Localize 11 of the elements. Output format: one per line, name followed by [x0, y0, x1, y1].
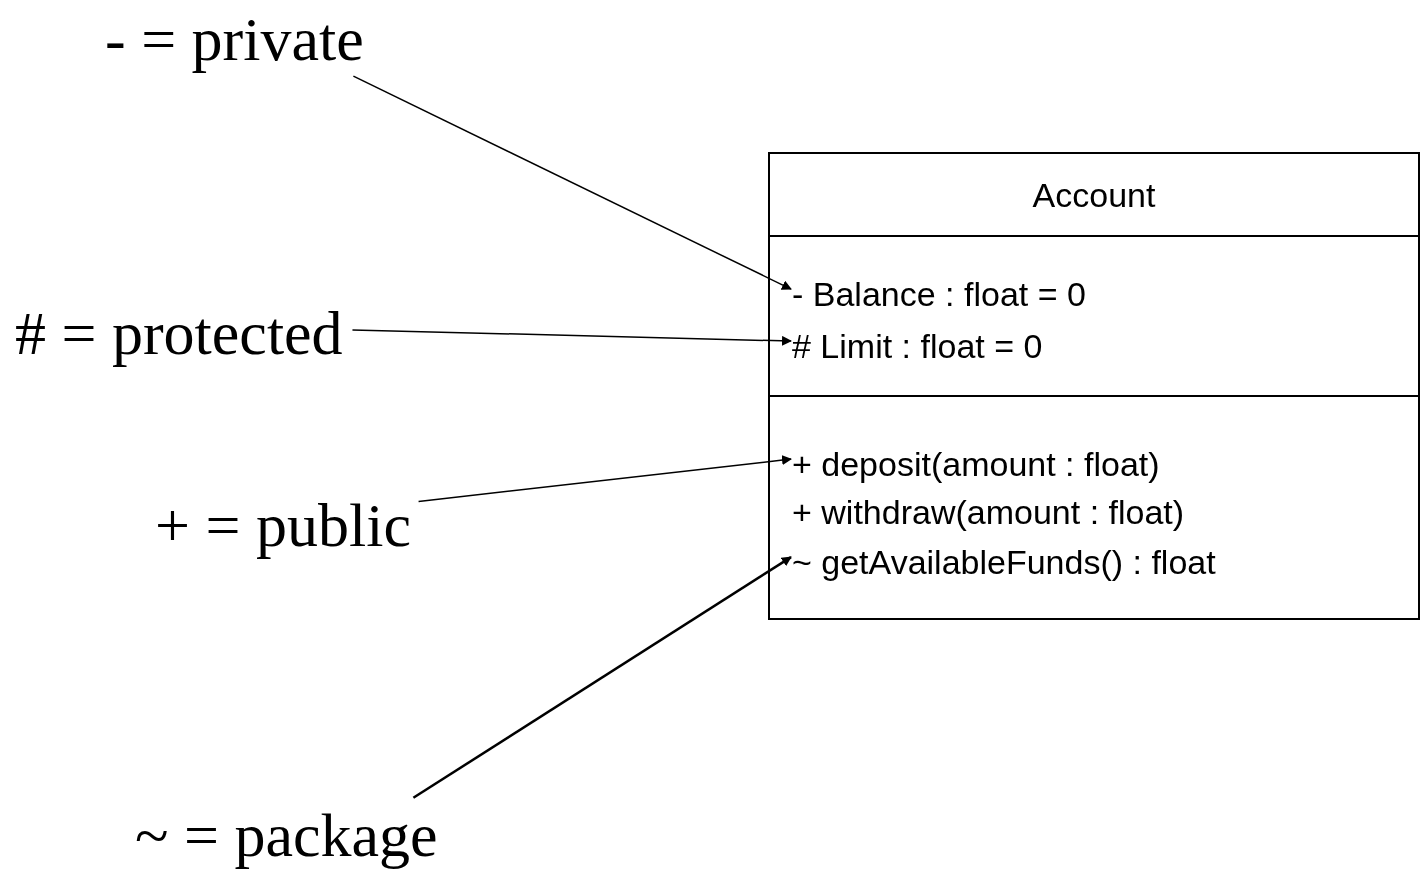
- class-box: [768, 152, 1420, 620]
- attribute-text: - Balance : float = 0: [792, 276, 1086, 314]
- arrow: [351, 329, 792, 346]
- attribute-text: # Limit : float = 0: [792, 328, 1043, 366]
- method-text: + withdraw(amount : float): [792, 494, 1185, 532]
- arrow: [352, 75, 792, 290]
- method-text: + deposit(amount : float): [792, 446, 1160, 484]
- arrow: [412, 556, 792, 799]
- method-text: ~ getAvailableFunds() : float: [792, 544, 1216, 582]
- class-name: Account: [1032, 176, 1156, 215]
- arrow: [417, 455, 792, 503]
